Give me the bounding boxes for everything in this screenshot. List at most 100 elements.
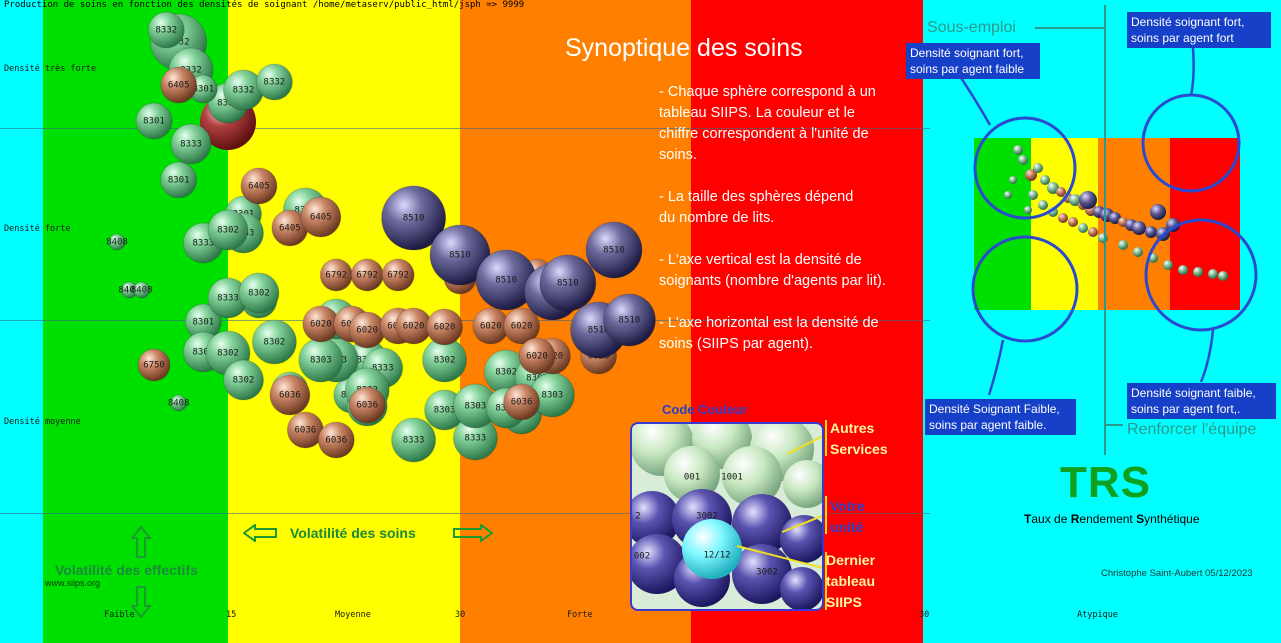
synopsis-title: Synoptique des soins bbox=[565, 34, 803, 62]
bubble-6405 bbox=[240, 167, 278, 205]
bubble-6020 bbox=[426, 308, 464, 346]
bubble-label-8302: 8302 bbox=[192, 348, 214, 358]
synopsis-line bbox=[659, 229, 924, 250]
bubble-label-8333: 8333 bbox=[465, 434, 487, 444]
bubble-label-8333: 8333 bbox=[192, 239, 214, 249]
synopsis-line: soignants (nombre d'agents par lit). bbox=[659, 273, 886, 289]
legend-title: Code Couleur bbox=[662, 402, 748, 417]
trs-letter-r: R bbox=[1070, 512, 1080, 526]
bubble-label-6036: 6036 bbox=[294, 426, 316, 436]
bubble-label-6020: 6020 bbox=[403, 322, 425, 332]
bubble-6405 bbox=[300, 196, 342, 238]
bubble-label-6750: 6750 bbox=[143, 361, 165, 371]
bubble-label-6020: 6020 bbox=[511, 322, 533, 332]
legend-autres-services: Autres Services bbox=[830, 420, 888, 457]
x-label-moyenne: Moyenne bbox=[335, 610, 371, 620]
bubble-8510 bbox=[585, 221, 643, 279]
mini-ball bbox=[1109, 212, 1121, 224]
mini-ball bbox=[1193, 267, 1203, 277]
bubble-8332 bbox=[147, 11, 185, 49]
legend-bar-1 bbox=[825, 420, 827, 456]
quadrant-circle-bottom-left bbox=[971, 235, 1079, 343]
bubble-8302 bbox=[238, 272, 280, 314]
author-credit: Christophe Saint-Aubert 05/12/2023 bbox=[1101, 568, 1253, 579]
bubble-label-8408: 8408 bbox=[118, 286, 140, 296]
bubble-label-8510: 8510 bbox=[495, 276, 517, 286]
mini-ball bbox=[1056, 187, 1066, 197]
mini-ball bbox=[1013, 145, 1023, 155]
bubble-label-8408: 8408 bbox=[131, 286, 153, 296]
mini-ball bbox=[1078, 223, 1088, 233]
bubble-label-8332: 8332 bbox=[233, 86, 255, 96]
synopsis-line: - L'axe vertical est la densité de bbox=[659, 252, 862, 268]
mini-ball bbox=[1218, 271, 1228, 281]
arrow-down-icon bbox=[131, 586, 151, 618]
mini-ball bbox=[1068, 217, 1078, 227]
bubble-label-8302: 8302 bbox=[217, 226, 239, 236]
bubble-6020 bbox=[518, 337, 556, 375]
bubble-label-8333: 8333 bbox=[372, 364, 394, 374]
bubble-8408 bbox=[170, 394, 188, 412]
x-label-atypique: Atypique bbox=[1077, 610, 1118, 620]
bubble-label-6020: 6020 bbox=[434, 323, 456, 333]
inset-label-g1: 001 bbox=[684, 473, 700, 483]
mini-ball bbox=[1058, 213, 1068, 223]
bubble-label-8301: 8301 bbox=[168, 176, 190, 186]
bubble-label-8302: 8302 bbox=[233, 376, 255, 386]
quadrant-circle-bottom-right bbox=[1144, 218, 1258, 332]
caption-bottom-left: Densité Soignant Faible, soins par agent… bbox=[925, 399, 1076, 435]
mini-ball bbox=[1028, 190, 1038, 200]
bubble-label-6792: 6792 bbox=[325, 271, 347, 281]
inset-current-bubble bbox=[682, 519, 742, 579]
trs-letter-t: T bbox=[1024, 512, 1032, 526]
mini-ball bbox=[1047, 182, 1059, 194]
synopsis-line: chiffre correspondent à l'unité de bbox=[659, 126, 869, 142]
inset-label-g2: 1001 bbox=[721, 473, 743, 483]
trs-subtitle: Taux de Rendement Synthétique bbox=[1024, 512, 1200, 526]
bubble-label-8301: 8301 bbox=[192, 85, 214, 95]
volatilite-soins-label: Volatilité des soins bbox=[290, 525, 416, 541]
x-tick-15: 15 bbox=[226, 610, 237, 620]
bubble-6036 bbox=[269, 374, 311, 416]
trs-title: TRS bbox=[1060, 458, 1151, 507]
quadrant-diagram bbox=[951, 5, 1258, 455]
bubble-label-6036: 6036 bbox=[325, 436, 347, 446]
bubble-label-6792: 6792 bbox=[387, 271, 409, 281]
y-label-moyenne: Densité moyenne bbox=[4, 417, 81, 427]
legend-votre-unite: Votre unité bbox=[830, 498, 865, 535]
mini-ball bbox=[1079, 191, 1097, 209]
bubble-label-6020: 6020 bbox=[480, 322, 502, 332]
bubble-8333 bbox=[170, 123, 212, 165]
grid-line-1 bbox=[0, 128, 930, 129]
inset-navy-bubble bbox=[632, 534, 687, 594]
caption-top-right: Densité soignant fort, soins par agent f… bbox=[1127, 12, 1271, 48]
bubble-label-6020: 6020 bbox=[310, 320, 332, 330]
inset-label-n1: 3002 bbox=[696, 512, 718, 522]
bubble-label-6792: 6792 bbox=[356, 271, 378, 281]
bubble-8301 bbox=[135, 102, 173, 140]
bubble-8301 bbox=[160, 161, 198, 199]
inset-green-bubble bbox=[722, 446, 782, 506]
x-tick-30b: 30 bbox=[919, 610, 930, 620]
mini-ball bbox=[1118, 240, 1128, 250]
bubble-label-8303: 8303 bbox=[526, 374, 548, 384]
caption-top-left: Densité soignant fort, soins par agent f… bbox=[906, 43, 1040, 79]
bubble-label-6405: 6405 bbox=[168, 81, 190, 91]
mini-ball bbox=[1033, 163, 1043, 173]
legend-inset-svg: 001 1001 3002 2 002 3002 12/12 bbox=[632, 424, 822, 609]
arrow-right-icon bbox=[453, 524, 493, 542]
bubble-label-8332: 8332 bbox=[180, 66, 202, 76]
bubble-label-8332: 8332 bbox=[155, 26, 177, 36]
bubble-label-8510: 8510 bbox=[603, 246, 625, 256]
bubble-6036 bbox=[348, 386, 386, 424]
trs-word-1: aux de bbox=[1031, 512, 1071, 526]
mini-ball bbox=[1088, 227, 1098, 237]
legend-bar-3 bbox=[825, 552, 827, 610]
bubble-8332 bbox=[255, 63, 293, 101]
bubble-label-8510: 8510 bbox=[449, 251, 471, 261]
bubble-label-8301: 8301 bbox=[143, 117, 165, 127]
mini-ball bbox=[1018, 155, 1028, 165]
inset-label-n2: 002 bbox=[634, 552, 650, 562]
site-url[interactable]: www.siips.org bbox=[45, 578, 101, 588]
